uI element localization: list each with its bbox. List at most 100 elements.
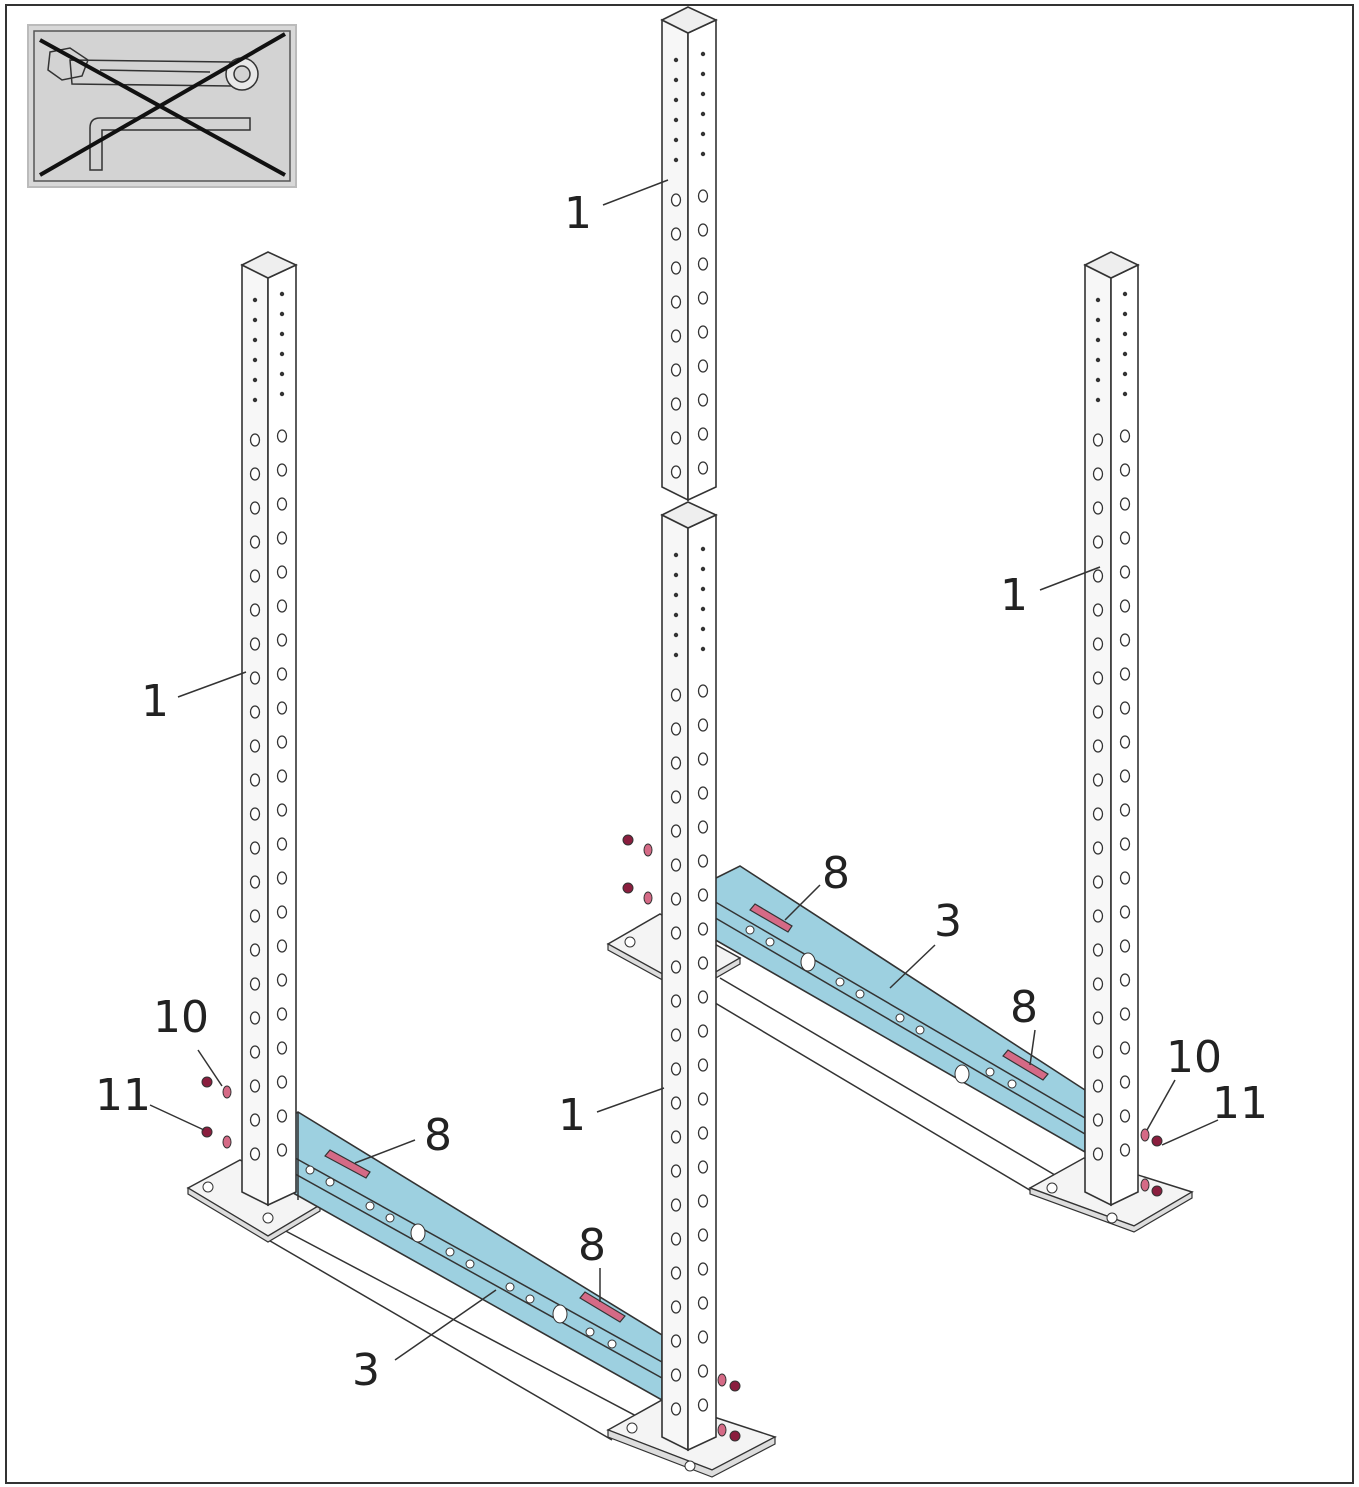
washer (643, 843, 653, 857)
post-hole (670, 465, 682, 479)
post-hole (1119, 1109, 1131, 1123)
post-hole (276, 429, 288, 443)
washer (1140, 1178, 1150, 1192)
post-hole (1119, 939, 1131, 953)
nut (1151, 1185, 1163, 1197)
post-hole (1119, 837, 1131, 851)
post-hole (697, 718, 709, 732)
post-hole (276, 531, 288, 545)
post-hole (276, 633, 288, 647)
post-hole (276, 803, 288, 817)
post-pin-hole (673, 157, 679, 163)
label-nut-right: 11 (1212, 1078, 1268, 1129)
post-hole (276, 463, 288, 477)
post-hole (1119, 905, 1131, 919)
post-hole (276, 497, 288, 511)
page-border (5, 4, 1354, 1484)
post-hole (1092, 433, 1104, 447)
post-hole (276, 871, 288, 885)
pad-back-a (749, 903, 793, 933)
post-hole (670, 1096, 682, 1110)
post-pin-hole (1122, 331, 1128, 337)
post-hole (1092, 1011, 1104, 1025)
post-hole (670, 1164, 682, 1178)
post-hole (670, 1028, 682, 1042)
post-hole (697, 1330, 709, 1344)
post-hole (670, 892, 682, 906)
pad-front-a (324, 1149, 371, 1179)
post-pin-hole (673, 632, 679, 638)
post-hole (670, 1130, 682, 1144)
fasteners-front-right (717, 1373, 741, 1442)
post-pin-hole (252, 397, 258, 403)
post-hole (697, 291, 709, 305)
fasteners-back-left (622, 834, 653, 905)
post-hole (1092, 603, 1104, 617)
post-holes (249, 51, 1131, 1416)
post-pin-hole (279, 371, 285, 377)
post-pin-hole (700, 546, 706, 552)
post-hole (1119, 1075, 1131, 1089)
no-tools-notice (27, 24, 297, 188)
post-hole (670, 1300, 682, 1314)
post-hole (1119, 565, 1131, 579)
post-pin-hole (700, 111, 706, 117)
post-hole (1119, 463, 1131, 477)
post-hole (697, 461, 709, 475)
post-hole (1119, 701, 1131, 715)
post-pin-hole (252, 337, 258, 343)
post-hole (670, 329, 682, 343)
post-hole (249, 773, 261, 787)
post-hole (1092, 875, 1104, 889)
post-hole (249, 841, 261, 855)
post-hole (276, 1075, 288, 1089)
post-hole (670, 363, 682, 377)
post-pin-hole (700, 131, 706, 137)
post-hole (697, 1262, 709, 1276)
post-hole (670, 261, 682, 275)
post-hole (670, 1334, 682, 1348)
post-hole (1119, 429, 1131, 443)
post-hole (697, 257, 709, 271)
nut (622, 834, 634, 846)
post-pin-hole (700, 151, 706, 157)
post-hole (697, 1024, 709, 1038)
label-nut-left: 11 (95, 1070, 151, 1121)
label-crossbar-back: 3 (934, 896, 962, 947)
post-hole (1119, 667, 1131, 681)
post-hole (276, 667, 288, 681)
post-hole (670, 1198, 682, 1212)
post-hole (1092, 909, 1104, 923)
post-hole (670, 397, 682, 411)
post-hole (1092, 807, 1104, 821)
post-hole (697, 990, 709, 1004)
post-back-right (1083, 251, 1140, 1207)
post-pin-hole (279, 291, 285, 297)
post-pin-hole (1122, 351, 1128, 357)
post-hole (1092, 977, 1104, 991)
post-hole (670, 858, 682, 872)
post-hole (249, 569, 261, 583)
post-hole (670, 193, 682, 207)
post-pin-hole (1095, 337, 1101, 343)
post-front-right (660, 501, 718, 1452)
post-hole (697, 1126, 709, 1140)
post-hole (670, 926, 682, 940)
post-pin-hole (673, 552, 679, 558)
post-hole (670, 994, 682, 1008)
post-hole (249, 637, 261, 651)
post-pin-hole (1095, 317, 1101, 323)
post-hole (249, 1147, 261, 1161)
post-hole (697, 922, 709, 936)
post-hole (670, 1062, 682, 1076)
post-pin-hole (673, 137, 679, 143)
nut (622, 882, 634, 894)
post-hole (249, 875, 261, 889)
post-hole (1119, 1143, 1131, 1157)
cross-out-mark (39, 32, 286, 177)
post-hole (1119, 735, 1131, 749)
post-hole (697, 1194, 709, 1208)
post-hole (670, 756, 682, 770)
post-pin-hole (673, 652, 679, 658)
post-hole (1119, 973, 1131, 987)
